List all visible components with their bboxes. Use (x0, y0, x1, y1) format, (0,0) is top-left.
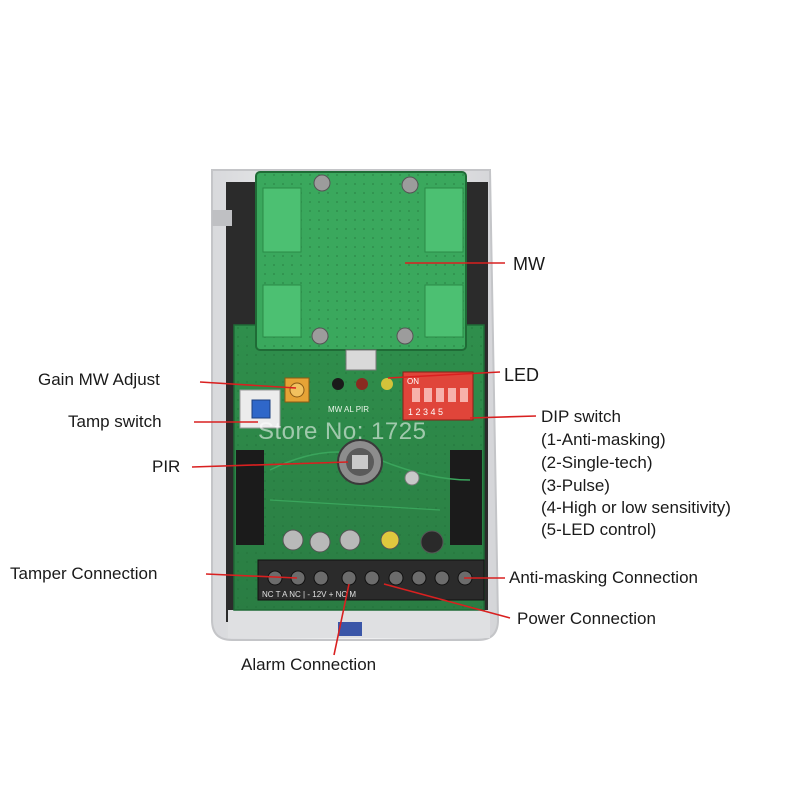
terminal-board-labels: NC T A NC | - 12V + NC M (262, 590, 356, 599)
leader-alarm-conn (333, 583, 350, 656)
dip-number-labels: 1 2 3 4 5 (408, 407, 443, 417)
dip-switch-block (402, 371, 474, 421)
terminal-block (257, 559, 485, 601)
label-tamp-switch: Tamp switch (68, 412, 162, 431)
leader-power-conn (383, 583, 511, 619)
label-power-connection: Power Connection (517, 609, 656, 628)
label-tamper-connection: Tamper Connection (10, 564, 158, 583)
led-board-labels: MW AL PIR (328, 405, 369, 414)
capacitors (282, 529, 444, 554)
dip-option-2: (2-Single-tech) (541, 453, 653, 472)
leader-pir (191, 461, 349, 468)
store-watermark: Store No: 1725 (258, 418, 427, 445)
label-gain-mw-adjust: Gain MW Adjust (38, 370, 160, 389)
leader-lines (191, 262, 537, 656)
label-pir: PIR (152, 457, 181, 476)
dip-option-1: (1-Anti-masking) (541, 430, 666, 449)
label-mw: MW (513, 254, 545, 274)
label-alarm-connection: Alarm Connection (241, 655, 377, 674)
label-dip-switch: DIP switch (541, 407, 621, 426)
label-led: LED (504, 365, 540, 385)
dip-on-label: ON (407, 377, 419, 386)
leader-led (387, 371, 501, 379)
dip-option-3: (3-Pulse) (541, 476, 610, 495)
microwave-module (255, 171, 467, 371)
gain-potentiometer (284, 377, 310, 403)
leader-tamper-conn (205, 573, 298, 579)
label-anti-masking-connection: Anti-masking Connection (509, 568, 698, 587)
leader-dip (469, 415, 537, 419)
leader-gain (199, 381, 297, 389)
dip-option-4: (4-High or low sensitivity) (541, 498, 731, 517)
status-leds (332, 378, 393, 390)
dip-option-5: (5-LED control) (541, 520, 657, 539)
pir-sensor (337, 439, 383, 485)
